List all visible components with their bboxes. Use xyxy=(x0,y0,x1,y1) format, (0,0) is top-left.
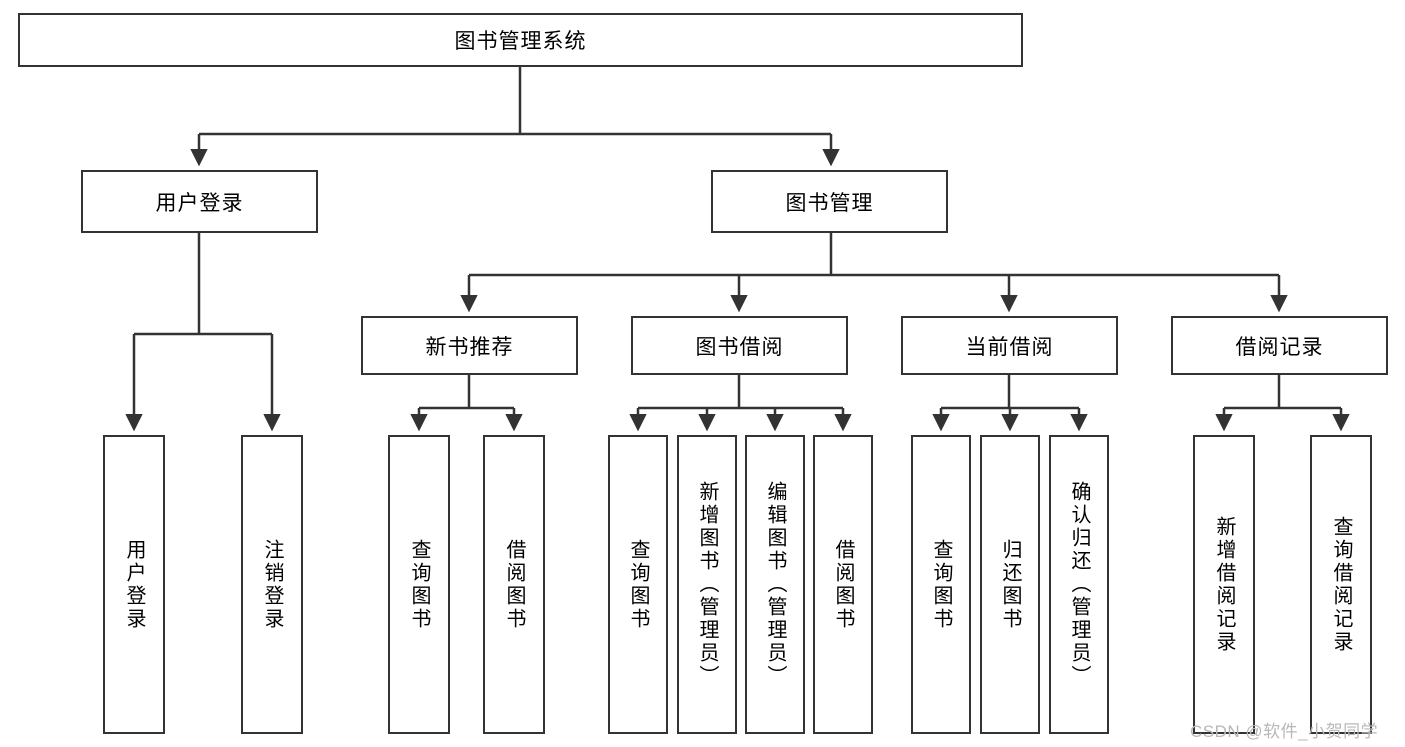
node-leaf-add-book-admin[interactable]: 新增图书（管理员） xyxy=(677,435,737,734)
node-leaf-query-book-borrow[interactable]: 查询图书 xyxy=(608,435,668,734)
node-leaf-user-login[interactable]: 用户登录 xyxy=(103,435,165,734)
node-leaf-add-borrow-record[interactable]: 新增借阅记录 xyxy=(1193,435,1255,734)
node-label: 编辑图书（管理员） xyxy=(764,481,786,688)
node-borrow-record[interactable]: 借阅记录 xyxy=(1171,316,1388,375)
node-leaf-borrow-book-newbook[interactable]: 借阅图书 xyxy=(483,435,545,734)
node-label: 查询图书 xyxy=(408,538,430,631)
node-label: 注销登录 xyxy=(261,538,283,631)
node-book-borrow[interactable]: 图书借阅 xyxy=(631,316,848,375)
node-leaf-query-book-current[interactable]: 查询图书 xyxy=(911,435,971,734)
node-leaf-return-book[interactable]: 归还图书 xyxy=(980,435,1040,734)
node-leaf-logout[interactable]: 注销登录 xyxy=(241,435,303,734)
node-label: 借阅图书 xyxy=(503,538,525,631)
node-label: 查询图书 xyxy=(930,538,952,631)
node-user-login[interactable]: 用户登录 xyxy=(81,170,318,233)
node-label: 新增图书（管理员） xyxy=(696,481,718,688)
node-label: 借阅图书 xyxy=(832,538,854,631)
node-book-management[interactable]: 图书管理 xyxy=(711,170,948,233)
node-current-borrow[interactable]: 当前借阅 xyxy=(901,316,1118,375)
node-label: 归还图书 xyxy=(999,538,1021,631)
node-label: 用户登录 xyxy=(123,538,145,631)
node-label: 确认归还（管理员） xyxy=(1068,481,1090,688)
node-label: 用户登录 xyxy=(155,191,244,215)
node-leaf-edit-book-admin[interactable]: 编辑图书（管理员） xyxy=(745,435,805,734)
node-label: 当前借阅 xyxy=(965,335,1054,359)
node-new-book-recommend[interactable]: 新书推荐 xyxy=(361,316,578,375)
node-root-book-management-system[interactable]: 图书管理系统 xyxy=(18,13,1023,67)
node-leaf-borrow-book[interactable]: 借阅图书 xyxy=(813,435,873,734)
node-label: 查询图书 xyxy=(627,538,649,631)
node-label: 查询借阅记录 xyxy=(1330,515,1352,654)
csdn-watermark: CSDN @软件_小贺同学 xyxy=(1190,722,1379,741)
node-label: 新增借阅记录 xyxy=(1213,515,1235,654)
node-label: 图书管理系统 xyxy=(454,30,587,53)
node-leaf-confirm-return-admin[interactable]: 确认归还（管理员） xyxy=(1049,435,1109,734)
node-label: 借阅记录 xyxy=(1235,335,1324,359)
node-leaf-query-book-newbook[interactable]: 查询图书 xyxy=(388,435,450,734)
node-label: 图书借阅 xyxy=(695,335,784,359)
node-label: 新书推荐 xyxy=(425,335,514,359)
node-leaf-query-borrow-record[interactable]: 查询借阅记录 xyxy=(1310,435,1372,734)
node-label: 图书管理 xyxy=(785,191,874,215)
